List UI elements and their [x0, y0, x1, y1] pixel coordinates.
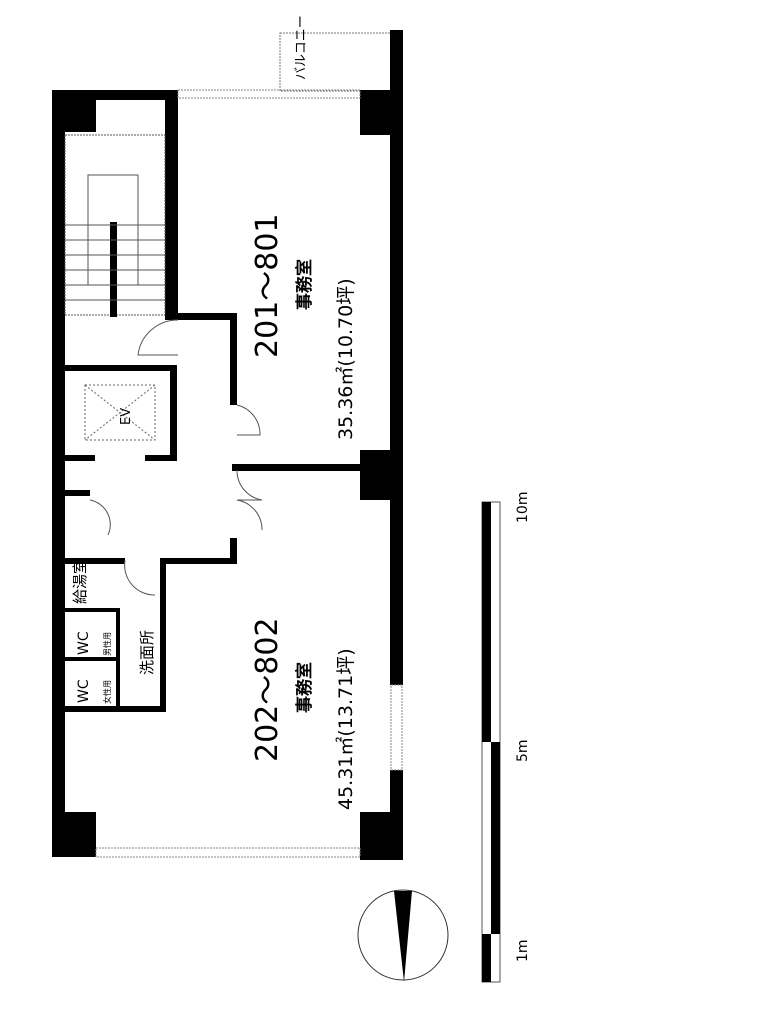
office-lower-name: 事務室 [294, 662, 315, 713]
scale-label-1m: 1m [515, 939, 531, 962]
office-upper-number: 201〜801 [250, 213, 285, 358]
wc-female-sub-label: 女性用 [102, 680, 112, 704]
wc-male-label: WC [76, 631, 92, 655]
balcony-label: バルコニー [294, 15, 309, 80]
wc-male-sub-label: 男性用 [102, 632, 112, 656]
office-upper-area: 35.36㎡(10.70坪) [334, 278, 357, 440]
washroom-label: 洗面所 [138, 630, 156, 675]
walls [52, 30, 403, 860]
elevator: EV [84, 384, 156, 441]
doors [89, 319, 263, 596]
kitchenette-label: 給湯室 [71, 559, 89, 604]
balcony: バルコニー [279, 15, 393, 92]
office-lower-number: 202〜802 [250, 617, 285, 762]
scale-bar: 1m 5m 10m [481, 492, 531, 983]
office-lower-area: 45.31㎡(13.71坪) [334, 648, 357, 810]
elevator-label: EV [119, 408, 134, 425]
scale-label-10m: 10m [515, 492, 531, 523]
wc-female-label: WC [76, 679, 92, 703]
north-arrow-icon [357, 889, 449, 982]
scale-label-5m: 5m [515, 739, 531, 762]
staircase [64, 134, 166, 317]
office-upper-name: 事務室 [294, 259, 315, 310]
